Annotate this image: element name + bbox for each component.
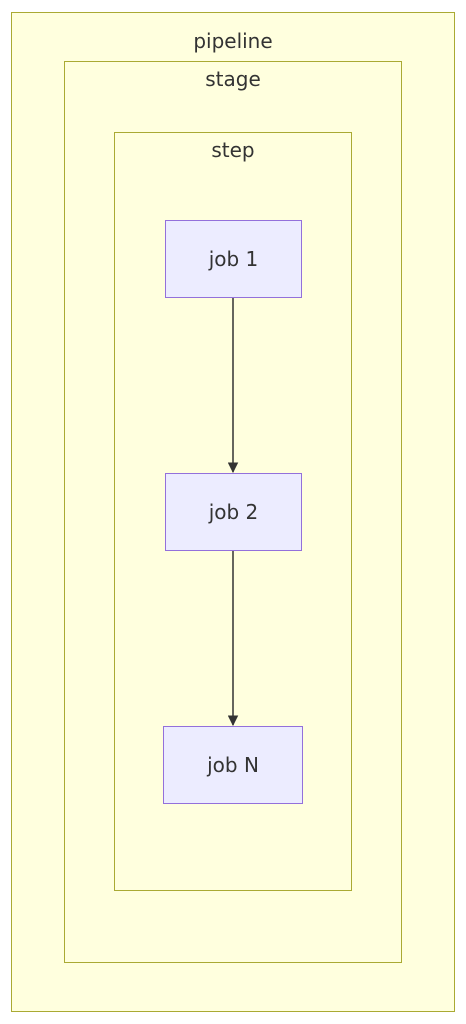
node-job-2[interactable]: job 2 (165, 473, 302, 551)
stage-cluster-title: stage (205, 67, 261, 91)
node-job-n[interactable]: job N (163, 726, 303, 804)
pipeline-cluster-title: pipeline (193, 29, 273, 53)
step-cluster-title: step (211, 138, 255, 162)
node-job-1[interactable]: job 1 (165, 220, 302, 298)
